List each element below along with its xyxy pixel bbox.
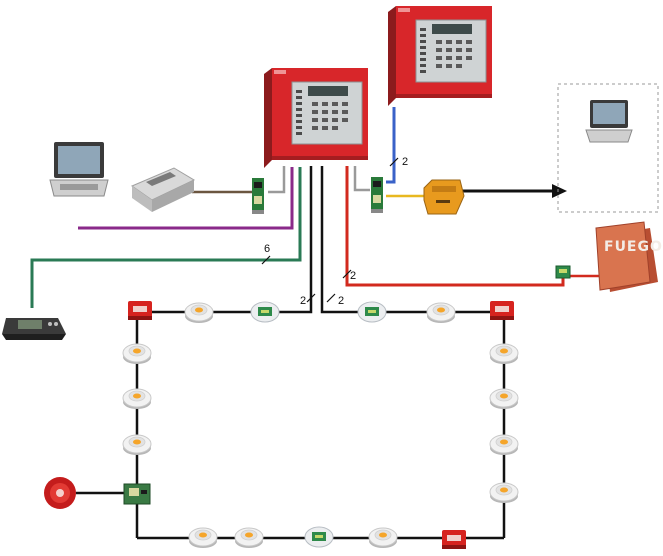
manual-call-point-icon: [442, 530, 466, 549]
loop-right-count: 2: [338, 295, 344, 307]
alarm-bell-icon: [44, 477, 76, 509]
smoke-detector-icon: [122, 434, 152, 456]
remote-bus-count: 2: [402, 156, 408, 168]
remote-link-wire: [353, 166, 370, 192]
arrow-icon: [552, 184, 567, 198]
siren-module-icon: [555, 265, 571, 279]
main-control-panel: [263, 67, 369, 169]
fire-sign-label: FUEGO: [604, 239, 663, 255]
wiring: [30, 107, 600, 540]
printer-panel-wire: [268, 166, 286, 194]
smoke-detector-icon: [122, 388, 152, 410]
wire-count-markers: [261, 157, 399, 303]
modem-icon: [423, 179, 465, 215]
bell-interface-module-icon: [123, 483, 151, 505]
smoke-detector-icon: [489, 434, 519, 456]
remote-control-panel: [387, 5, 493, 107]
manual-call-point-icon: [128, 301, 152, 320]
loop-left-count: 2: [300, 295, 306, 307]
laptop-icon: [49, 142, 109, 197]
fire-sign-icon: FUEGO: [595, 221, 663, 292]
remote-laptop-icon: [585, 100, 633, 143]
loop-devices: [44, 301, 519, 549]
printer-interface-module-icon: [252, 178, 264, 214]
smoke-detector-icon: [234, 527, 264, 549]
remote-site-box: [557, 83, 659, 213]
annunciator-bus-wire: [30, 167, 302, 308]
smoke-detector-icon: [426, 302, 456, 324]
smoke-detector-icon: [489, 388, 519, 410]
interface-module-icon: [304, 526, 334, 548]
smoke-detector-icon: [368, 527, 398, 549]
laptop-link-wire: [78, 167, 294, 230]
remote-bus-wire: [386, 107, 396, 184]
siren-line-wire: [345, 166, 565, 287]
siren-line-count: 2: [350, 270, 356, 282]
smoke-detector-icon: [489, 343, 519, 365]
printer-icon: [130, 167, 196, 212]
network-interface-module-icon: [371, 177, 383, 213]
smoke-detector-icon: [489, 482, 519, 504]
smoke-detector-icon: [122, 343, 152, 365]
manual-call-point-icon: [490, 301, 514, 320]
interface-module-icon: [357, 301, 387, 323]
smoke-detector-icon: [184, 302, 214, 324]
loop-wire-right: [320, 166, 370, 314]
smoke-detector-icon: [188, 527, 218, 549]
annunciator-bus-count: 6: [264, 243, 270, 255]
annunciator-icon: [2, 318, 66, 340]
interface-module-icon: [250, 301, 280, 323]
loop-wire-left: [268, 166, 313, 314]
